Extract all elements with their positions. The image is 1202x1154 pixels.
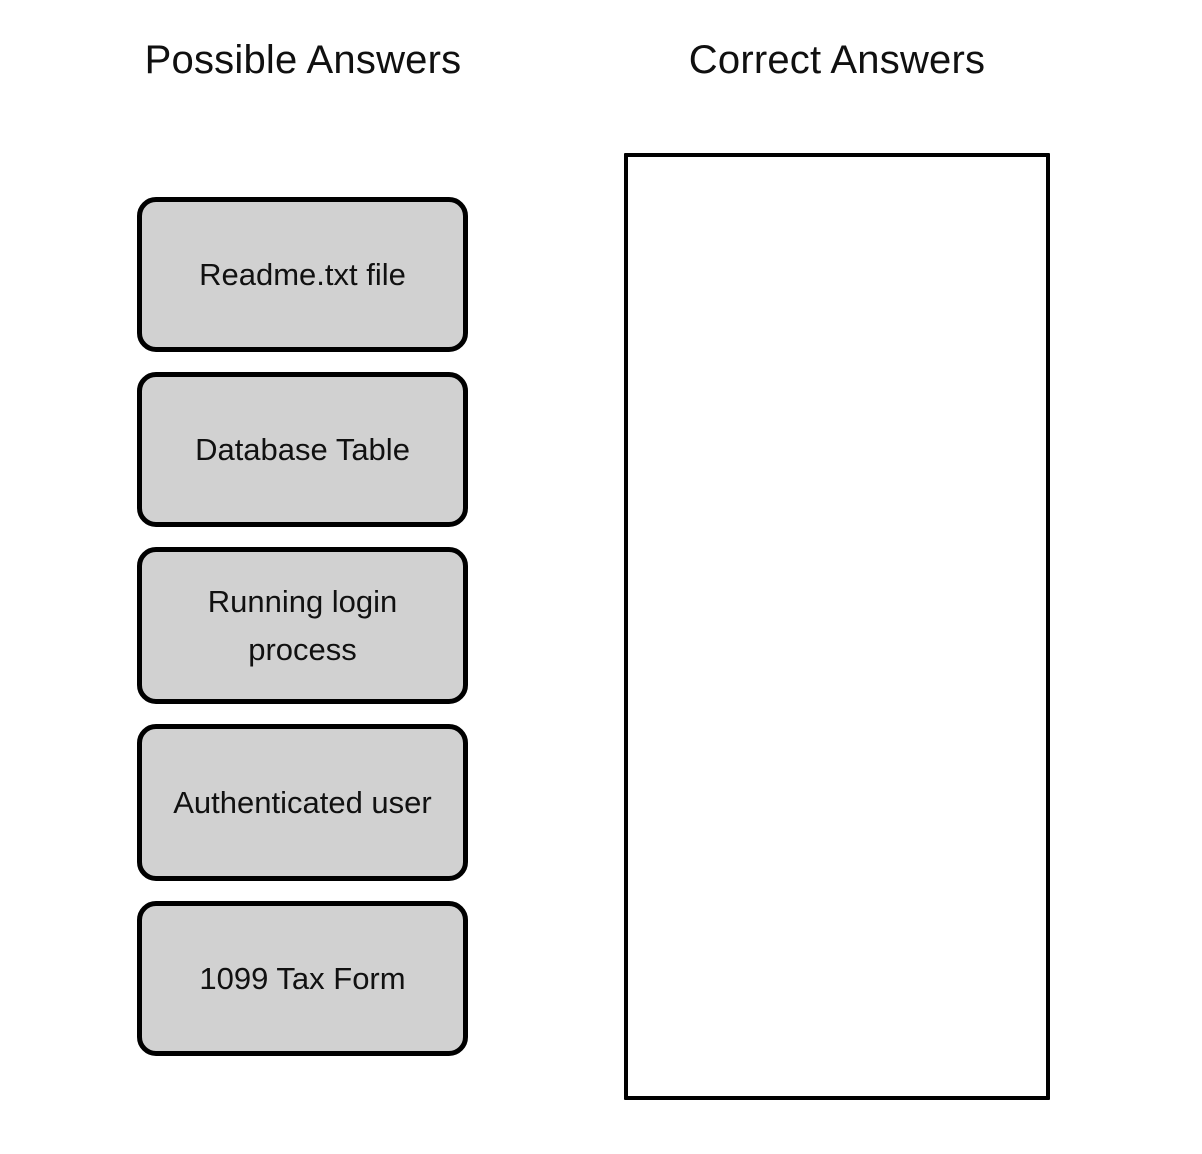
answer-option-authenticated-user[interactable]: Authenticated user bbox=[137, 724, 468, 881]
possible-answers-list: Readme.txt file Database Table Running l… bbox=[137, 197, 468, 1056]
answer-option-label: 1099 Tax Form bbox=[199, 960, 406, 996]
answer-option-running-login-process[interactable]: Running login process bbox=[137, 547, 468, 704]
answer-option-readme-txt-file[interactable]: Readme.txt file bbox=[137, 197, 468, 352]
answer-option-label: Database Table bbox=[195, 431, 410, 467]
answer-option-label: Readme.txt file bbox=[199, 256, 406, 292]
answer-option-1099-tax-form[interactable]: 1099 Tax Form bbox=[137, 901, 468, 1056]
answer-option-label: Authenticated user bbox=[173, 784, 432, 820]
correct-answers-dropzone[interactable] bbox=[624, 153, 1050, 1100]
answer-option-database-table[interactable]: Database Table bbox=[137, 372, 468, 527]
possible-answers-heading: Possible Answers bbox=[144, 38, 462, 82]
correct-answers-heading: Correct Answers bbox=[688, 38, 986, 82]
answer-option-label: Running login process bbox=[207, 584, 398, 667]
